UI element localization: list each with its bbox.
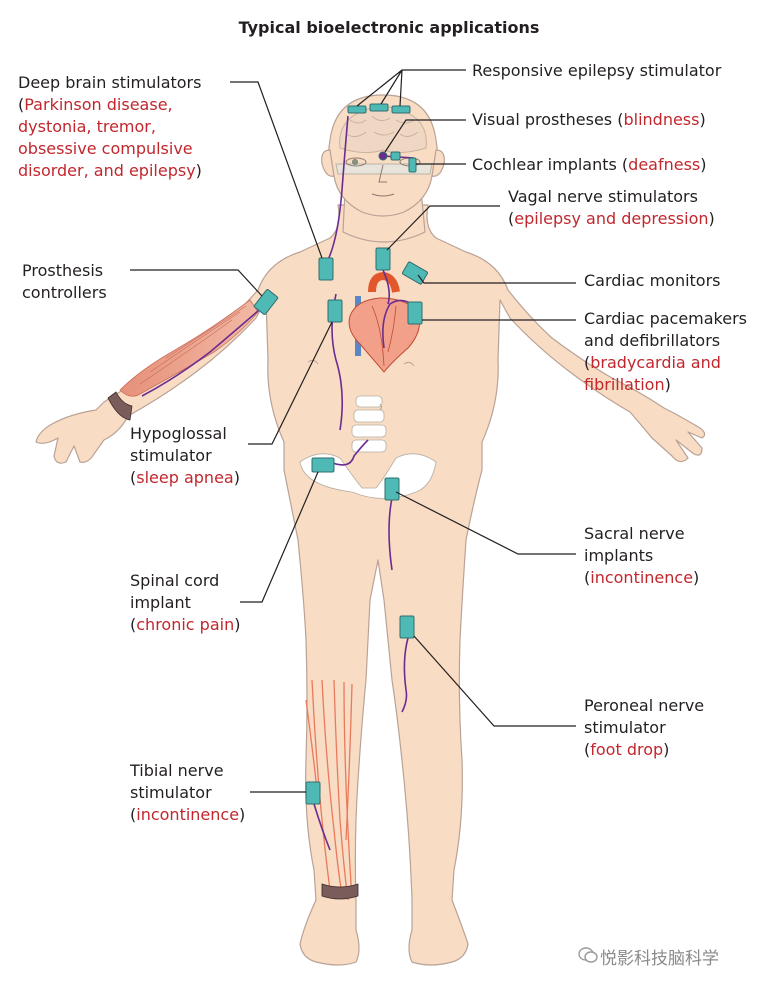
- label-responsive-epilepsy: Responsive epilepsy stimulator: [472, 61, 722, 80]
- label-vagal: Vagal nerve stimulators (epilepsy and de…: [508, 187, 715, 228]
- leader-prosthesis: [130, 269, 263, 297]
- label-prosthesis: Prosthesis controllers: [22, 261, 107, 302]
- figure-title: Typical bioelectronic applications: [238, 18, 540, 37]
- visual-prosthesis-receiver: [390, 151, 401, 161]
- peroneal-device: [399, 615, 415, 639]
- label-peroneal: Peroneal nerve stimulator (foot drop): [584, 696, 705, 759]
- label-pacemakers: Cardiac pacemakers and defibrillators (b…: [584, 309, 748, 394]
- vagal-device: [375, 247, 391, 271]
- label-cardiac-monitors: Cardiac monitors: [584, 271, 721, 290]
- label-tibial: Tibial nerve stimulator (incontinence): [130, 761, 246, 824]
- cuffs: [107, 391, 359, 900]
- leader-cardiac-monitors: [417, 274, 576, 284]
- devices: [253, 103, 428, 805]
- hypoglossal-device: [327, 299, 343, 323]
- sacral-wire: [388, 497, 393, 571]
- spinal-wire: [329, 439, 369, 466]
- dbs-device: [318, 257, 334, 281]
- leader-lines: [130, 69, 576, 793]
- visual-prosthesis-device: [378, 151, 388, 161]
- label-spinal-cord: Spinal cord implant (chronic pain): [130, 571, 241, 634]
- label-sacral: Sacral nerve implants (incontinence): [584, 524, 700, 587]
- prosthesis-wire: [141, 303, 267, 397]
- prosthesis-device: [253, 289, 279, 315]
- pacemaker-wire: [382, 299, 415, 349]
- leader-peroneal: [413, 635, 576, 727]
- responsive-epilepsy-device-3: [391, 105, 411, 114]
- tibial-wire: [313, 803, 331, 851]
- arm-muscles: [119, 299, 259, 397]
- leader-spinal: [240, 471, 319, 603]
- dbs-wire: [326, 115, 349, 263]
- pacemaker-device: [407, 301, 423, 325]
- cochlear-device: [408, 157, 417, 173]
- leader-responsive: [356, 69, 466, 107]
- responsive-epilepsy-device-2: [369, 103, 389, 112]
- lead-wires: [141, 115, 415, 851]
- label-deep-brain: Deep brain stimulators (Parkinson diseas…: [18, 73, 202, 180]
- responsive-epilepsy-device-1: [347, 105, 367, 114]
- leader-sacral: [395, 491, 576, 555]
- leader-deep-brain: [230, 81, 323, 259]
- label-visual-prostheses: Visual prostheses (blindness): [472, 110, 706, 129]
- peroneal-wire: [401, 637, 409, 713]
- label-hypoglossal: Hypoglossal stimulator (sleep apnea): [130, 424, 240, 487]
- brain-illustration: [339, 105, 427, 154]
- heart-illustration: [348, 271, 421, 373]
- label-cochlear: Cochlear implants (deafness): [472, 155, 707, 174]
- tibial-device: [305, 781, 321, 805]
- leader-visual: [384, 119, 466, 153]
- leader-vagal: [386, 205, 500, 251]
- vagal-wire: [382, 269, 390, 305]
- sacral-device: [384, 477, 400, 501]
- wechat-icon: [578, 947, 598, 963]
- leader-hypoglossal: [248, 321, 333, 445]
- watermark: 悦影科技脑科学: [600, 949, 719, 969]
- spinal-cord-device: [311, 457, 335, 473]
